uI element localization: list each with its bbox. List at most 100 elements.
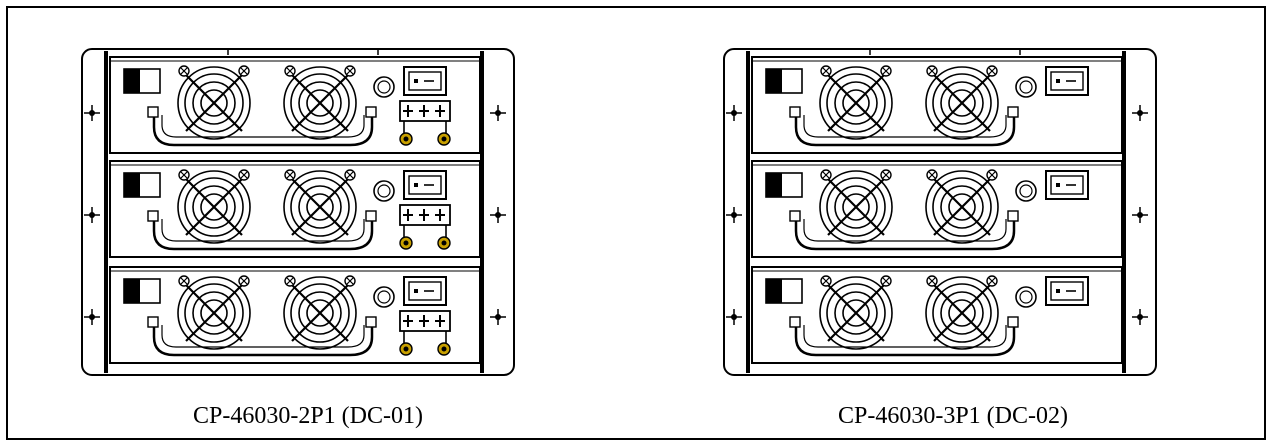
handle-latch-icon [365,210,377,222]
status-label-icon [123,172,161,198]
status-label-icon [765,278,803,304]
screw-icon [880,65,892,77]
mount-crosshair-icon [490,105,506,121]
fan-icon [283,275,357,350]
indicator-led-icon [1015,76,1037,98]
screw-icon [986,275,998,287]
screw-icon [820,65,832,77]
screw-icon [238,275,250,287]
fan-icon [819,65,893,140]
handle-latch-icon [1007,210,1019,222]
status-label-icon [123,68,161,94]
terminal-screw-icon [399,236,413,250]
dc-terminal-block-icon [399,310,451,356]
screw-icon [986,169,998,181]
fan-icon [177,169,251,244]
mount-crosshair-icon [490,309,506,325]
psu-module [751,160,1123,258]
handle-latch-icon [147,210,159,222]
terminal-screw-icon [399,342,413,356]
handle-latch-icon [365,316,377,328]
psu-chassis-drawing-right [723,48,1157,376]
module-handle [152,325,374,357]
fan-icon [177,275,251,350]
psu-module [751,266,1123,364]
screw-icon [238,169,250,181]
rocker-switch-on-icon [403,66,447,96]
screw-icon [284,275,296,287]
psu-module [109,56,481,154]
rocker-switch-off-icon [403,276,447,306]
mount-crosshair-icon [1132,207,1148,223]
fan-icon [177,65,251,140]
screw-icon [238,65,250,77]
rocker-switch-off-icon [403,170,447,200]
handle-latch-icon [1007,316,1019,328]
indicator-led-icon [1015,180,1037,202]
caption-right: CP-46030-3P1 (DC-02) [837,403,1068,429]
screw-icon [178,275,190,287]
mount-crosshair-icon [1132,309,1148,325]
screw-icon [986,65,998,77]
module-handle [794,115,1016,147]
mount-crosshair-icon [726,207,742,223]
screw-icon [284,169,296,181]
indicator-led-icon [373,76,395,98]
mount-crosshair-icon [84,309,100,325]
terminal-screw-icon [437,342,451,356]
handle-latch-icon [789,210,801,222]
screw-icon [880,169,892,181]
fan-icon [925,65,999,140]
dc-terminal-block-icon [399,100,451,146]
caption-left: CP-46030-2P1 (DC-01) [192,403,423,429]
screw-icon [344,169,356,181]
screw-icon [820,275,832,287]
handle-latch-icon [147,106,159,118]
handle-latch-icon [365,106,377,118]
status-label-icon [765,172,803,198]
module-handle [794,325,1016,357]
rocker-switch-on-icon [1045,66,1089,96]
mount-crosshair-icon [84,105,100,121]
terminal-screw-icon [437,236,451,250]
status-label-icon [123,278,161,304]
rocker-switch-off-icon [1045,276,1089,306]
mount-crosshair-icon [726,309,742,325]
module-handle [152,219,374,251]
screw-icon [926,65,938,77]
rocker-switch-off-icon [1045,170,1089,200]
indicator-led-icon [373,180,395,202]
screw-icon [178,65,190,77]
handle-latch-icon [789,106,801,118]
figure-frame: CP-46030-2P1 (DC-01) CP-46030-3P1 (DC-02… [6,6,1266,440]
fan-icon [925,169,999,244]
mount-crosshair-icon [490,207,506,223]
fan-icon [925,275,999,350]
module-handle [152,115,374,147]
screw-icon [344,275,356,287]
fan-icon [283,65,357,140]
screw-icon [178,169,190,181]
mount-crosshair-icon [84,207,100,223]
terminal-screw-icon [437,132,451,146]
indicator-led-icon [1015,286,1037,308]
fan-icon [283,169,357,244]
screw-icon [880,275,892,287]
mount-crosshair-icon [1132,105,1148,121]
screw-icon [926,275,938,287]
psu-module [109,160,481,258]
dc-terminal-block-icon [399,204,451,250]
indicator-led-icon [373,286,395,308]
screw-icon [820,169,832,181]
fan-icon [819,275,893,350]
module-handle [794,219,1016,251]
screw-icon [344,65,356,77]
psu-module [109,266,481,364]
handle-latch-icon [147,316,159,328]
psu-module [751,56,1123,154]
mount-crosshair-icon [726,105,742,121]
status-label-icon [765,68,803,94]
screw-icon [926,169,938,181]
screw-icon [284,65,296,77]
handle-latch-icon [1007,106,1019,118]
